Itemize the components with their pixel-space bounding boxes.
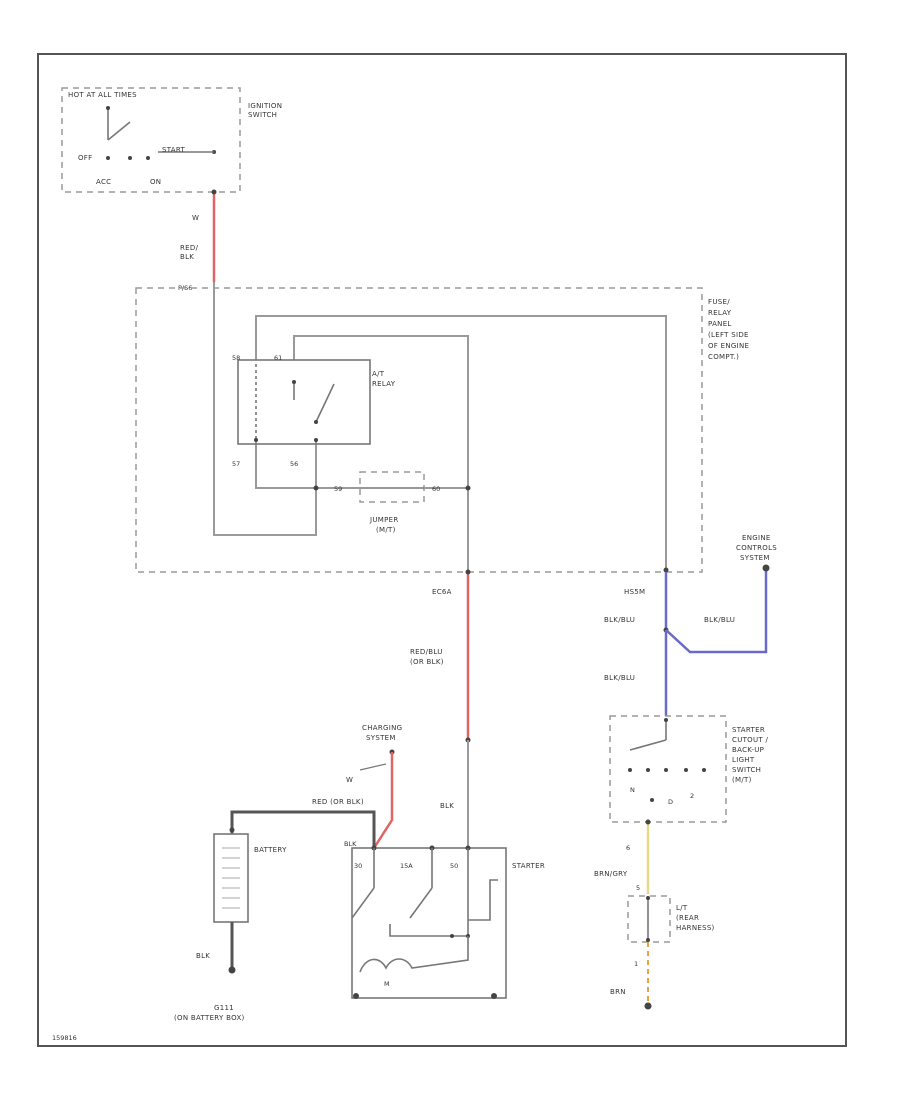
charging-arrow xyxy=(359,763,387,771)
start-label: START xyxy=(162,146,186,154)
figure-id: 159816 xyxy=(52,1034,77,1042)
blk-terminal-label: BLK xyxy=(344,840,357,848)
diagram-frame xyxy=(37,53,847,1047)
pin-5-label: 5 xyxy=(636,884,640,892)
pin-n-label: N xyxy=(630,786,635,794)
brn-label: BRN xyxy=(610,988,626,996)
pin-2-label: 2 xyxy=(690,792,694,800)
starter-cutout-switch-box xyxy=(609,715,727,823)
blk-ground-label: BLK xyxy=(196,952,210,960)
off-label: OFF xyxy=(78,154,92,162)
wire-w-charging xyxy=(372,752,394,849)
battery-label: BATTERY xyxy=(254,846,287,854)
red-blu-label: RED/BLU(OR BLK) xyxy=(410,648,444,666)
starter-m-label: M xyxy=(384,980,390,988)
starter-cutout-label: STARTER CUTOUT / BACK-UP LIGHT SWITCH (M… xyxy=(732,726,771,784)
brn-gry-label: BRN/GRY xyxy=(594,870,628,878)
ignition-switch-contacts xyxy=(106,106,216,160)
blk-label: BLK xyxy=(440,802,454,810)
at-relay-contacts xyxy=(254,364,335,442)
wire-w-label: W xyxy=(192,214,199,222)
starter-s-label: 50 xyxy=(450,862,458,870)
wire-w2-label: W xyxy=(346,776,353,784)
pin-60-label: 60 xyxy=(432,485,440,493)
on-label: ON xyxy=(150,178,161,186)
pin-57-label: 57 xyxy=(232,460,240,468)
lt-rear-harness-box xyxy=(627,895,671,943)
starter-label: STARTER xyxy=(512,862,545,870)
conn-ec6a-label: EC6A xyxy=(432,588,452,596)
conn-hs5m-label: HS5M xyxy=(624,588,645,596)
pin-d-label: D xyxy=(668,798,673,806)
fuse-relay-panel-label: FUSE/ RELAY PANEL (LEFT SIDE OF ENGINE C… xyxy=(708,298,752,361)
pin-61-label: 61 xyxy=(274,354,282,362)
starter-b-label: 30 xyxy=(354,862,362,870)
pin-6-label: 6 xyxy=(626,844,630,852)
red-blk-label: RED/BLK xyxy=(180,244,199,261)
starter-cutout-contacts xyxy=(628,718,706,802)
starter-contacts xyxy=(351,845,498,999)
starter-box xyxy=(351,847,507,999)
red-or-blk-label: RED (OR BLK) xyxy=(312,798,364,806)
ecm-terminal xyxy=(762,564,770,572)
pin-1-label: 1 xyxy=(634,960,638,968)
wire-blk-blu-to-ecm xyxy=(665,568,768,654)
blk-blu-label-1: BLK/BLU xyxy=(604,616,635,624)
fuse-relay-panel-box xyxy=(135,287,703,573)
wire-battery-positive xyxy=(230,810,376,848)
blk-blu-label-3: BLK/BLU xyxy=(604,674,635,682)
panel-internal-wiring xyxy=(213,282,667,570)
blk-blu-label-2: BLK/BLU xyxy=(704,616,735,624)
acc-label: ACC xyxy=(96,178,111,186)
jumper-label: JUMPER(M/T) xyxy=(369,516,399,534)
jumper-box xyxy=(359,471,425,503)
engine-controls-label: ENGINE CONTROLS SYSTEM xyxy=(736,534,780,562)
brn-terminal xyxy=(644,1002,652,1010)
pin-58-label: 58 xyxy=(232,354,240,362)
g111-ground xyxy=(228,966,236,974)
pin-59-label: 59 xyxy=(334,485,342,493)
ignition-switch-box xyxy=(61,87,241,193)
hot-at-all-times-label: HOT AT ALL TIMES xyxy=(68,91,137,99)
pin-56-label: 56 xyxy=(290,460,298,468)
lt-rear-harness-label: L/T (REAR HARNESS) xyxy=(676,904,715,932)
starter-c-label: 15A xyxy=(400,862,413,870)
battery-cells xyxy=(222,847,240,909)
at-relay-box xyxy=(237,359,371,445)
g111-label: G111(ON BATTERY BOX) xyxy=(174,1004,245,1022)
